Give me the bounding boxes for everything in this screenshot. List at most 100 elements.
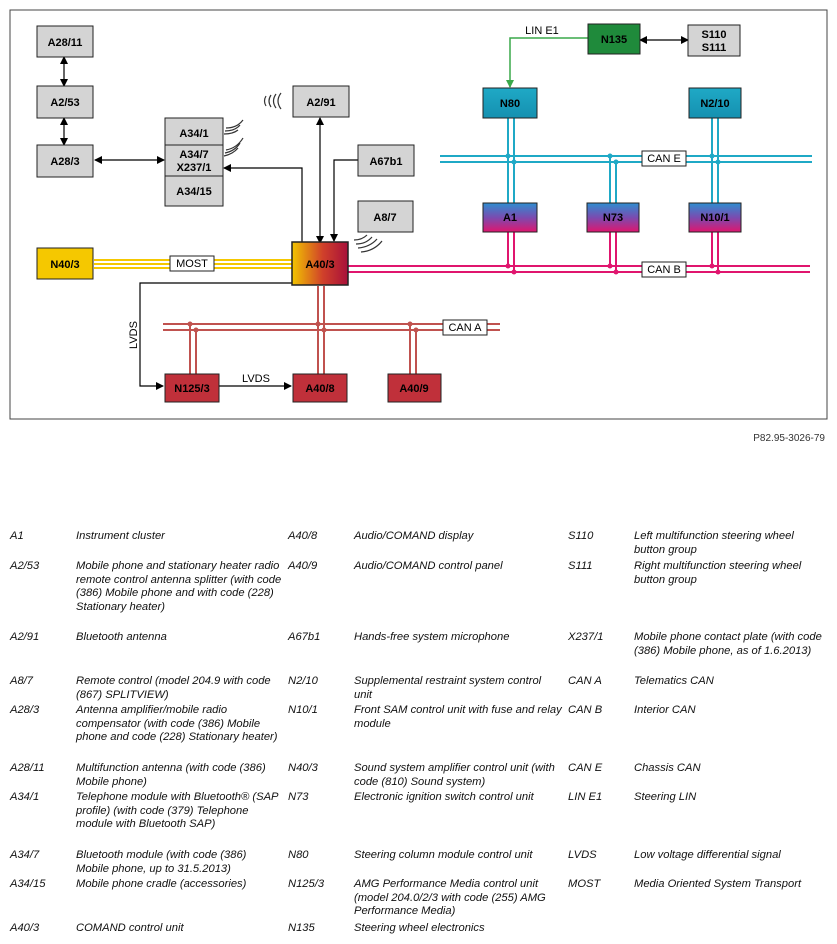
legend-description: Steering wheel electronics	[354, 922, 485, 934]
svg-text:A28/11: A28/11	[48, 37, 83, 49]
label-lvds-vertical: LVDS	[128, 321, 140, 349]
legend-code: N10/1	[288, 704, 318, 716]
svg-text:A34/15: A34/15	[176, 186, 211, 198]
svg-text:MOST: MOST	[176, 258, 208, 270]
label-can-a: CAN A	[442, 319, 488, 336]
legend-code: A67b1	[288, 631, 321, 643]
can-e-bus	[440, 118, 812, 203]
node-A8-7: A8/7	[357, 200, 414, 233]
legend-description: COMAND control unit	[76, 922, 184, 934]
svg-text:N40/3: N40/3	[50, 259, 79, 271]
svg-text:N10/1: N10/1	[700, 212, 729, 224]
wireless-arcs	[223, 92, 383, 253]
legend-code: A8/7	[10, 675, 34, 687]
svg-text:CAN A: CAN A	[448, 322, 482, 334]
legend-description: Mobile phone cradle (accessories)	[76, 878, 247, 890]
node-A28-3: A28/3	[36, 144, 94, 178]
node-N80: N80	[482, 87, 538, 119]
legend-description: Remote control (model 204.9 with code (8…	[76, 675, 271, 701]
legend-description: Instrument cluster	[76, 530, 165, 542]
node-A2-91: A2/91	[292, 85, 350, 118]
node-N10-1: N10/1	[688, 202, 742, 233]
legend-code: N2/10	[288, 675, 318, 687]
legend-description: Multifunction antenna (with code (386) M…	[76, 762, 266, 788]
legend-description: Left multifunction steering wheel button…	[634, 530, 794, 556]
legend-description: Supplemental restraint system control un…	[354, 675, 542, 701]
svg-text:S110: S110	[701, 29, 726, 41]
legend-code: A28/11	[10, 762, 45, 774]
node-S110-S111: S110 S111	[687, 24, 741, 57]
lin-e1-line	[506, 34, 595, 88]
legend-code: S111	[568, 560, 593, 572]
node-N40-3: N40/3	[36, 247, 94, 280]
legend-code: N125/3	[288, 878, 325, 890]
legend-row: A8/7 Remote control (model 204.9 with cod…	[10, 675, 832, 702]
legend-code: LVDS	[568, 849, 597, 861]
svg-text:A40/3: A40/3	[305, 259, 334, 271]
legend-description: Chassis CAN	[634, 762, 701, 774]
legend-description: Antenna amplifier/mobile radio compensat…	[76, 704, 278, 743]
svg-text:N80: N80	[500, 98, 520, 110]
node-A40-3: A40/3	[291, 241, 349, 286]
network-diagram: A28/11 A2/53 A28/3 A34/1 A34/7 X237/1 A3…	[9, 9, 828, 420]
label-lin-e1: LIN E1	[525, 25, 559, 37]
legend-description: Steering LIN	[634, 791, 697, 803]
legend-code: A1	[10, 530, 24, 542]
legend-description: Mobile phone and stationary heater radio…	[76, 560, 282, 613]
svg-text:LIN E1: LIN E1	[525, 25, 559, 37]
svg-text:A1: A1	[503, 212, 517, 224]
can-b-bus	[348, 232, 810, 275]
node-N125-3: N125/3	[164, 373, 220, 403]
svg-text:X237/1: X237/1	[177, 162, 212, 174]
legend-row: A34/15 Mobile phone cradle (accessories) N…	[10, 878, 832, 919]
svg-text:LVDS: LVDS	[128, 321, 140, 349]
svg-text:S111: S111	[702, 42, 726, 54]
legend-code: CAN B	[568, 704, 603, 716]
node-N2-10: N2/10	[688, 87, 742, 119]
svg-text:A2/53: A2/53	[50, 97, 79, 109]
legend-description	[634, 922, 832, 936]
label-most: MOST	[169, 255, 215, 272]
svg-text:A8/7: A8/7	[373, 212, 396, 224]
figure-reference: P82.95-3026-79	[753, 433, 825, 444]
node-A1: A1	[482, 202, 538, 233]
svg-text:N135: N135	[601, 34, 627, 46]
connection-arrows	[60, 36, 689, 390]
legend-description: Sound system amplifier control unit (wit…	[354, 762, 555, 788]
legend-code: A34/15	[10, 878, 46, 890]
legend-description: AMG Performance Media control unit (mode…	[354, 878, 546, 917]
legend-description: Right multifunction steering wheel butto…	[634, 560, 802, 586]
legend-row: A28/11 Multifunction antenna (with code (…	[10, 762, 832, 789]
legend-description: Hands-free system microphone	[354, 631, 510, 643]
node-A2-53: A2/53	[36, 85, 94, 119]
svg-text:A28/3: A28/3	[50, 156, 79, 168]
legend-code: A34/1	[10, 791, 40, 803]
legend-code	[568, 922, 634, 936]
svg-text:A34/7: A34/7	[179, 149, 208, 161]
legend-code: N135	[288, 922, 315, 934]
legend-description: Audio/COMAND display	[354, 530, 474, 542]
legend-description: Steering column module control unit	[354, 849, 533, 861]
legend-row: A34/7 Bluetooth module (with code (386) M…	[10, 849, 832, 876]
legend-description: Bluetooth module (with code (386) Mobile…	[76, 849, 247, 875]
legend-description: Interior CAN	[634, 704, 696, 716]
node-A34-group: A34/1 A34/7 X237/1 A34/15	[164, 117, 224, 207]
legend-description: Electronic ignition switch control unit	[354, 791, 534, 803]
label-lvds-horizontal: LVDS	[242, 373, 270, 385]
legend-code: X237/1	[568, 631, 604, 643]
legend-description: Audio/COMAND control panel	[354, 560, 503, 572]
legend-code: S110	[568, 530, 594, 542]
legend-description: Media Oriented System Transport	[634, 878, 802, 890]
legend-code: A34/7	[10, 849, 40, 861]
node-A40-9: A40/9	[387, 373, 442, 403]
node-A40-8: A40/8	[292, 373, 348, 403]
legend-description: Bluetooth antenna	[76, 631, 167, 643]
node-A67b1: A67b1	[357, 144, 415, 177]
legend-code: N40/3	[288, 762, 318, 774]
label-can-b: CAN B	[641, 261, 687, 278]
